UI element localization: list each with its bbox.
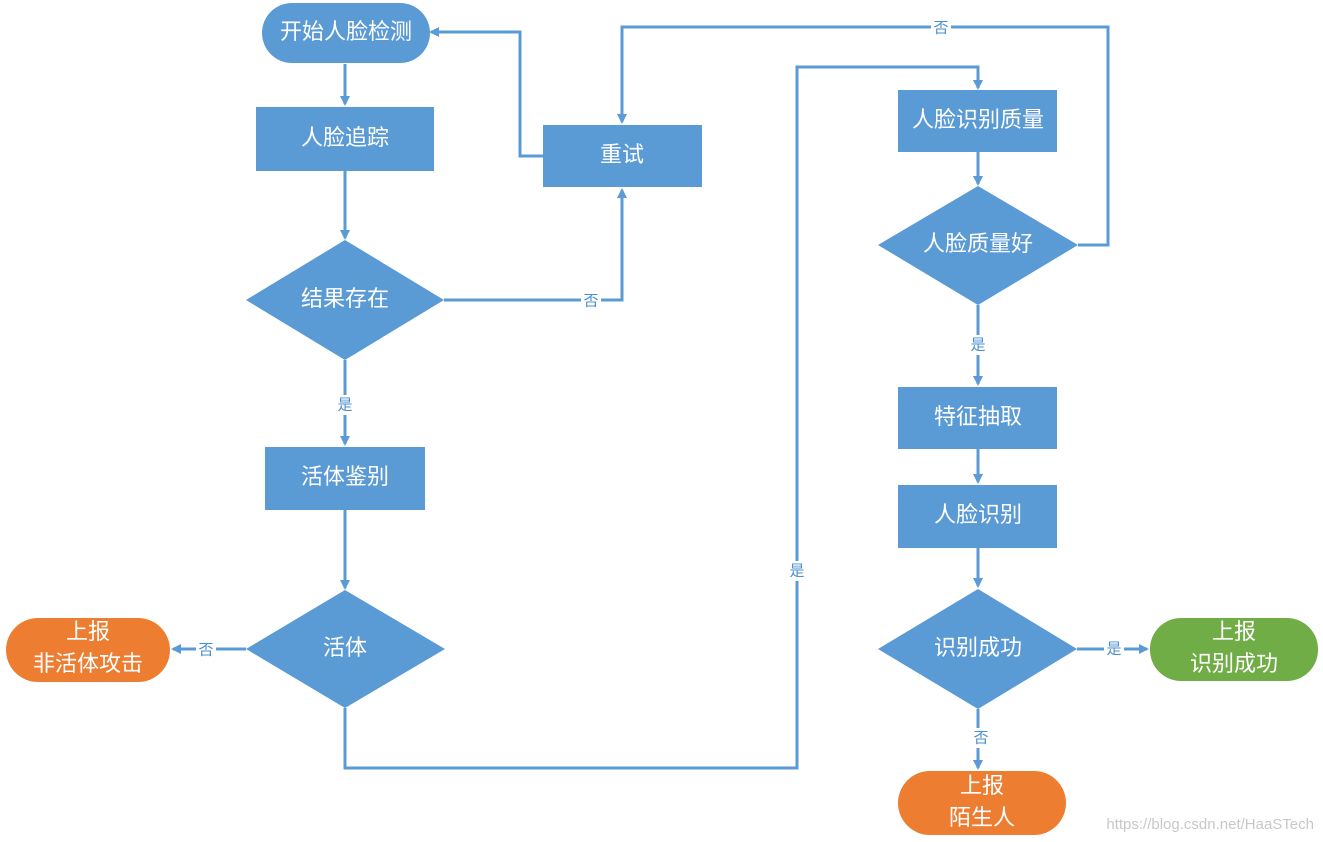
edge-label-live-no: 否 [198,641,213,659]
node-report-attack-line1: 上报 [66,620,110,645]
node-quality-good-label: 人脸质量好 [923,232,1033,257]
node-recog-success-label: 识别成功 [934,636,1022,661]
node-quality-label: 人脸识别质量 [912,108,1044,133]
node-result-exists: 结果存在 [246,240,444,360]
edge-label-live-yes: 是 [789,562,804,580]
edge-label-quality-no: 否 [933,19,948,37]
edge-live-yes-to-quality [343,65,983,770]
node-report-success-line2: 识别成功 [1190,652,1278,677]
edge-label-recog-no: 否 [973,729,988,747]
node-feature: 特征抽取 [898,387,1057,449]
node-retry: 重试 [543,125,702,187]
watermark: https://blog.csdn.net/HaaSTech [1106,816,1314,833]
edge-good-no-to-retry [617,25,1110,247]
node-retry-label: 重试 [600,143,644,168]
edge-label-recog-yes: 是 [1106,640,1121,658]
node-report-success: 上报 识别成功 [1150,618,1318,681]
node-recognize-label: 人脸识别 [934,503,1022,528]
node-result-exists-label: 结果存在 [301,287,389,312]
node-recognize: 人脸识别 [898,485,1057,548]
node-report-success-line1: 上报 [1212,620,1256,645]
node-report-stranger: 上报 陌生人 [898,771,1066,835]
node-liveness-check: 活体鉴别 [265,447,425,510]
node-is-live-label: 活体 [323,636,367,661]
node-report-attack: 上报 非活体攻击 [6,618,170,682]
node-quality: 人脸识别质量 [898,90,1057,152]
node-track: 人脸追踪 [256,107,434,171]
node-start: 开始人脸检测 [262,3,430,63]
node-liveness-check-label: 活体鉴别 [301,465,389,490]
node-is-live: 活体 [246,590,445,708]
edge-label-result-yes: 是 [337,396,352,414]
node-feature-label: 特征抽取 [934,405,1022,430]
edge-retry-to-start [429,27,543,158]
node-report-attack-line2: 非活体攻击 [33,652,143,677]
edge-label-quality-yes: 是 [970,336,985,354]
node-report-stranger-line2: 陌生人 [949,806,1015,831]
node-start-label: 开始人脸检测 [280,20,412,45]
edge-result-no-to-retry [444,188,627,302]
node-track-label: 人脸追踪 [301,126,389,151]
edge-label-result-no: 否 [583,292,598,310]
node-report-stranger-line1: 上报 [960,774,1004,799]
node-quality-good: 人脸质量好 [878,186,1078,305]
node-recog-success: 识别成功 [878,589,1077,709]
